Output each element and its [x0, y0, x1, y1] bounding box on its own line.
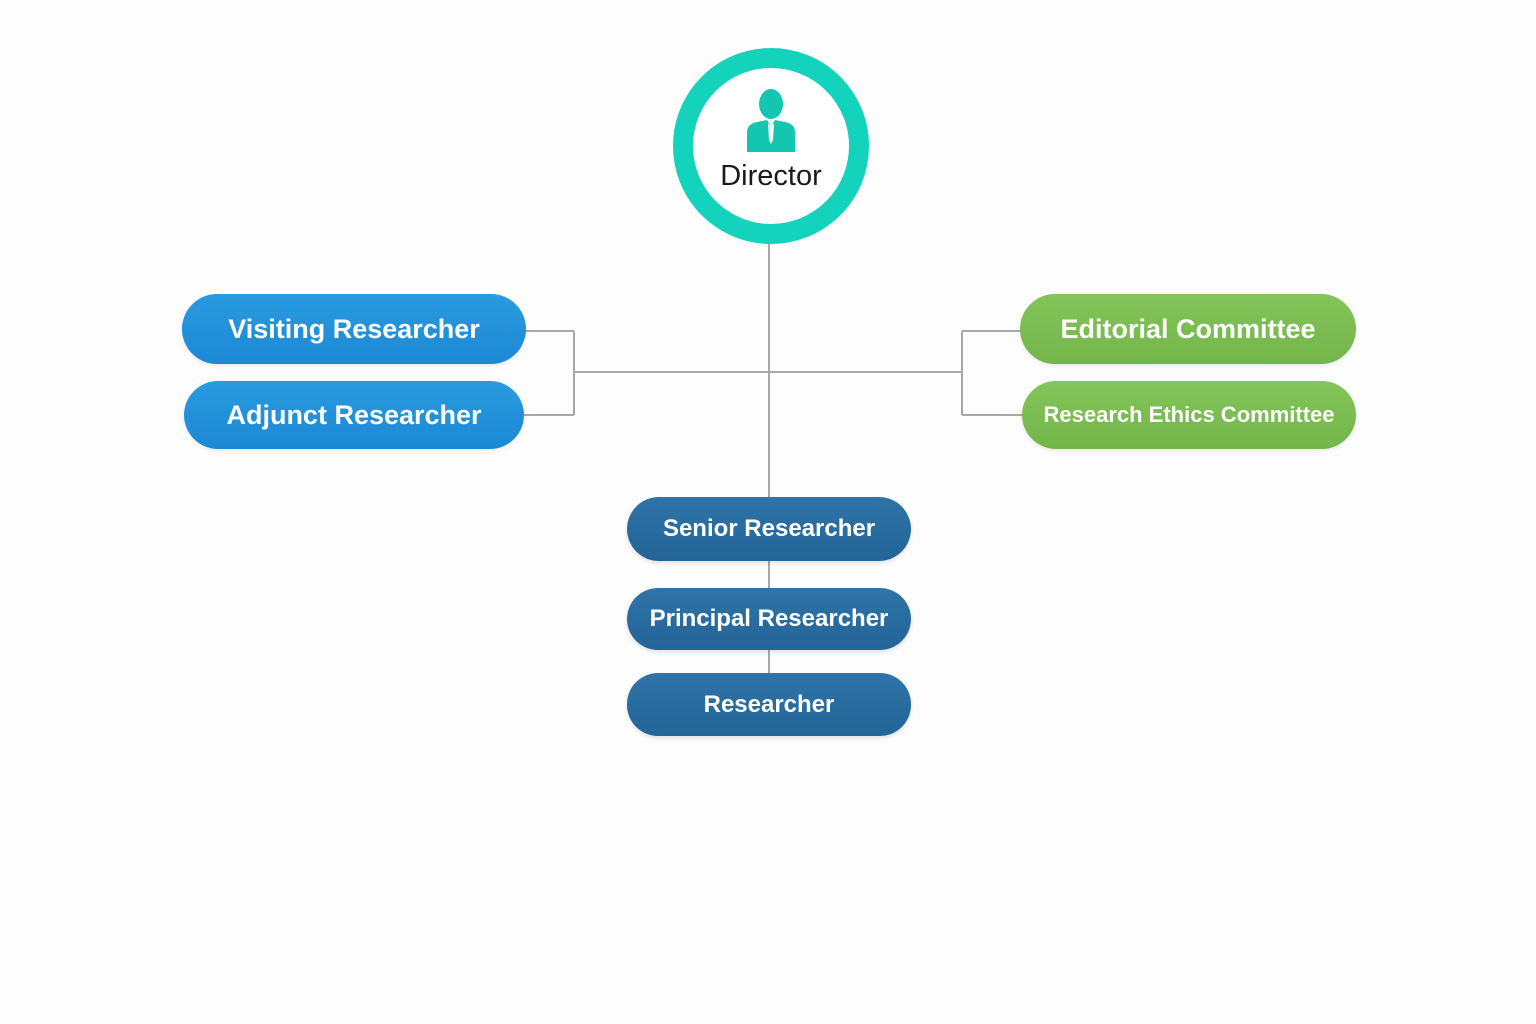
principal-researcher-node[interactable]: Principal Researcher	[627, 588, 911, 650]
adjunct-researcher-node[interactable]: Adjunct Researcher	[184, 381, 524, 449]
node-label: Editorial Committee	[1060, 313, 1316, 344]
node-label: Principal Researcher	[649, 605, 889, 632]
node-label: Adjunct Researcher	[226, 399, 482, 430]
node-label: Research Ethics Committee	[1043, 402, 1335, 427]
person-with-tie-icon	[747, 89, 795, 152]
researcher-node[interactable]: Researcher	[627, 673, 911, 736]
node-label: Researcher	[703, 690, 835, 718]
director-label: Director	[720, 160, 822, 192]
visiting-researcher-node[interactable]: Visiting Researcher	[182, 294, 526, 364]
editorial-committee-node[interactable]: Editorial Committee	[1020, 294, 1356, 364]
senior-researcher-node[interactable]: Senior Researcher	[627, 497, 911, 561]
node-label: Visiting Researcher	[228, 313, 480, 344]
node-label: Senior Researcher	[662, 515, 876, 542]
research-ethics-committee-node[interactable]: Research Ethics Committee	[1022, 381, 1356, 449]
director-node[interactable]: Director	[673, 48, 869, 244]
